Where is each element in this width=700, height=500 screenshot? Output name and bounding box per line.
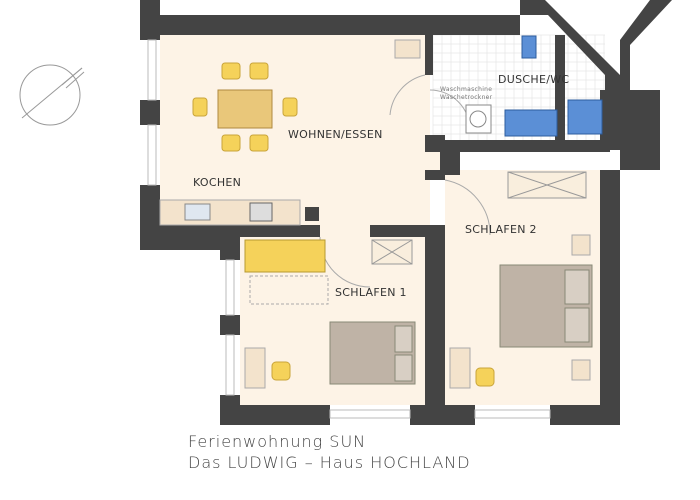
walls [140,0,672,425]
room-label-wohnen: WOHNEN/ESSEN [288,128,383,141]
windows [147,39,551,419]
caption-subtitle: Das LUDWIG – Haus HOCHLAND [188,453,471,472]
compass-icon [19,64,85,126]
desks [244,347,495,389]
dining-table [192,62,298,152]
bath-fixtures [465,35,603,137]
beds [329,234,593,385]
sofa [244,239,329,305]
caption-title: Ferienwohnung SUN [188,432,366,451]
kitchen-counter [159,39,421,226]
wardrobes [371,171,587,265]
room-label-dusche: DUSCHE/WC [498,73,569,86]
room-label-kochen: KOCHEN [193,176,241,189]
dryer-label: Waschetrockner [440,94,493,101]
room-label-schlafen2: SCHLAFEN 2 [465,223,537,236]
washer-label: Waschmaschine [440,86,492,93]
room-label-schlafen1: SCHLAFEN 1 [335,286,407,299]
